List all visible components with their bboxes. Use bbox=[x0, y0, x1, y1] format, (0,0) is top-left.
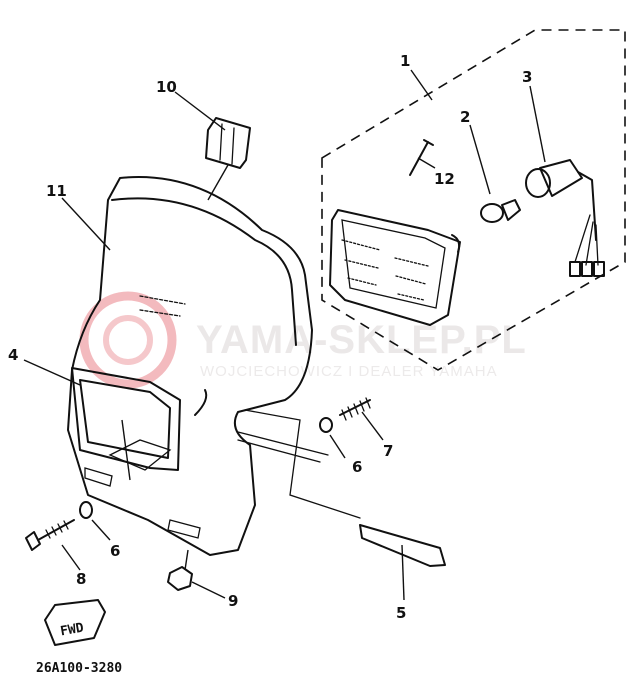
watermark: YAMA-SKLEP.PL WOJCIECHOWICZ I DEALER YAM… bbox=[79, 291, 527, 389]
nut-9 bbox=[167, 566, 193, 591]
headlight-assembly-boundary bbox=[321, 29, 626, 371]
grommet-10 bbox=[205, 117, 251, 169]
headlight-cowling bbox=[67, 176, 313, 556]
mounting-bracket-5 bbox=[359, 524, 446, 567]
callout-2: 2 bbox=[460, 108, 470, 126]
callout-4: 4 bbox=[8, 346, 18, 364]
fwd-arrow: FWD bbox=[44, 599, 106, 646]
bulb-socket bbox=[525, 159, 605, 277]
headlight-bulb bbox=[480, 199, 521, 223]
headlight-unit bbox=[329, 209, 461, 326]
washer-6-right bbox=[319, 417, 333, 433]
callout-6-left: 6 bbox=[110, 542, 120, 560]
fwd-label: FWD bbox=[59, 621, 85, 640]
callout-1: 1 bbox=[400, 52, 410, 70]
callout-12: 12 bbox=[434, 170, 455, 188]
bolt-8 bbox=[25, 519, 75, 551]
diagram-code: 26A100-3280 bbox=[36, 661, 122, 676]
screw-12 bbox=[409, 139, 434, 176]
callout-7: 7 bbox=[383, 442, 393, 460]
callouts: 1 2 3 4 5 6 6 7 8 9 10 11 12 bbox=[8, 52, 532, 622]
washer-6-left bbox=[79, 501, 93, 519]
watermark-title: YAMA-SKLEP.PL bbox=[196, 318, 527, 362]
leader-lines bbox=[23, 69, 546, 601]
spring-7 bbox=[339, 397, 371, 421]
bracket-outline bbox=[237, 409, 361, 519]
callout-9: 9 bbox=[228, 592, 238, 610]
callout-11: 11 bbox=[46, 182, 67, 200]
callout-3: 3 bbox=[522, 68, 532, 86]
callout-8: 8 bbox=[76, 570, 86, 588]
callout-10: 10 bbox=[156, 78, 177, 96]
callout-6-right: 6 bbox=[352, 458, 362, 476]
watermark-logo bbox=[79, 291, 177, 389]
watermark-subtitle: WOJCIECHOWICZ I DEALER YAMAHA bbox=[200, 363, 498, 380]
callout-5: 5 bbox=[396, 604, 406, 622]
